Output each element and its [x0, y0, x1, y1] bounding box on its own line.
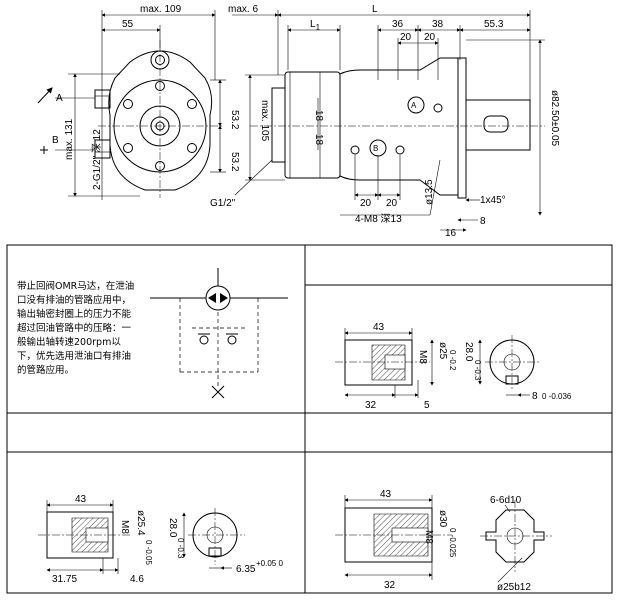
s3-dim-32: 32	[384, 580, 396, 591]
s1-dim-28: 28.0	[463, 342, 474, 362]
shaft-detail-3	[335, 495, 552, 583]
shaft-detail-1	[335, 328, 540, 398]
dim-L1: L1	[310, 19, 321, 32]
top-dimension-labels: max. 109 55 max. 6 L L1 36 38 20 20 55.3…	[52, 4, 560, 239]
front-view	[37, 10, 226, 200]
side-view: A B	[232, 10, 545, 232]
s1-dim-43: 43	[373, 322, 385, 333]
hydraulic-symbol	[150, 268, 288, 399]
frame-grid	[6, 244, 613, 594]
dim-53-2-b: 53.2	[229, 152, 240, 172]
dim-max105: max. 105	[259, 100, 270, 142]
dim-4-m8: 4-M8 深13	[355, 213, 402, 225]
dim-55: 55	[122, 19, 134, 30]
s2-dim-m8: M8	[119, 520, 130, 534]
marker-b-label: B	[52, 135, 59, 146]
s1-dim-5: 5	[424, 400, 430, 411]
dim-g12: G1/2"	[210, 198, 236, 209]
dim-bore: ø82.50±0.05	[549, 90, 560, 147]
shaft-1-labels: 43 ø25 0 -0.2 M8 28.0 0 -0.3 32 5 8 0 -0…	[365, 322, 572, 411]
dim-max109: max. 109	[140, 4, 182, 15]
dim-L: L	[372, 4, 378, 15]
dim-38: 38	[432, 19, 444, 30]
check-valve-note: 带止回阀OMR马达，在泄油口没有排油的管路应用中，输出轴密封圈上的压力不能超过回…	[17, 281, 135, 376]
s2-dim-6-35-tol: +0.05 0	[256, 559, 283, 568]
arrow-a-label: A	[56, 93, 63, 104]
dim-max6: max. 6	[228, 4, 258, 15]
s1-dim-8-tol: 0 -0.036	[542, 392, 572, 401]
s2-dim-6-35: 6.35	[236, 564, 256, 575]
dim-18a: 18	[313, 110, 324, 122]
dim-max131: max. 131	[64, 118, 75, 160]
dim-d13-5: ø13.5	[424, 179, 435, 205]
s3-dim-43: 43	[380, 489, 392, 500]
dim-20b: 20	[424, 32, 436, 43]
s1-dim-28-tol: 0 -0.3	[473, 360, 482, 381]
port-a-label: A	[411, 101, 417, 110]
s3-dim-d30: ø30	[437, 510, 448, 528]
dim-20d: 20	[386, 198, 398, 209]
s2-dim-28: 28.0	[167, 518, 178, 538]
dim-chamfer: 1x45°	[480, 195, 506, 206]
s2-dim-31-75: 31.75	[52, 574, 77, 585]
dim-36: 36	[392, 19, 404, 30]
s2-dim-d25-4-tol: 0 -0.05	[144, 540, 153, 565]
s2-dim-4-6: 4.6	[130, 574, 144, 585]
s3-dim-d25b12: ø25b12	[497, 582, 531, 593]
s1-dim-d25-tol: 0 -0.2	[448, 350, 457, 371]
dim-8: 8	[480, 216, 486, 227]
port-b-label: B	[373, 144, 378, 153]
dim-18b: 18	[313, 134, 324, 146]
shaft-detail-2	[38, 500, 245, 574]
s2-dim-d25-4: ø25.4	[135, 510, 146, 536]
shaft-3-labels: 43 ø30 0 -0.025 M8 32 6-6d10 ø25b12	[380, 489, 531, 593]
s1-dim-32: 32	[365, 400, 377, 411]
s3-dim-m8: M8	[423, 530, 434, 544]
dim-20c: 20	[360, 198, 372, 209]
shaft-2-labels: 43 ø25.4 0 -0.05 M8 28.0 0 -0.3 31.75 4.…	[52, 494, 283, 585]
dim-port-thread: 2-G1/2" 深 12	[91, 129, 103, 190]
dim-55-3: 55.3	[484, 19, 504, 30]
s3-dim-d30-tol: 0 -0.025	[448, 528, 457, 558]
dim-53-2-a: 53.2	[229, 110, 240, 130]
dim-20a: 20	[400, 32, 412, 43]
s3-dim-spline: 6-6d10	[490, 495, 522, 506]
s2-dim-43: 43	[75, 494, 87, 505]
dim-16: 16	[445, 228, 457, 239]
s1-dim-d25: ø25	[437, 342, 448, 360]
s2-dim-28-tol: 0 -0.3	[176, 538, 185, 559]
s1-dim-m8: M8	[417, 350, 428, 364]
s1-dim-8: 8	[532, 391, 538, 402]
